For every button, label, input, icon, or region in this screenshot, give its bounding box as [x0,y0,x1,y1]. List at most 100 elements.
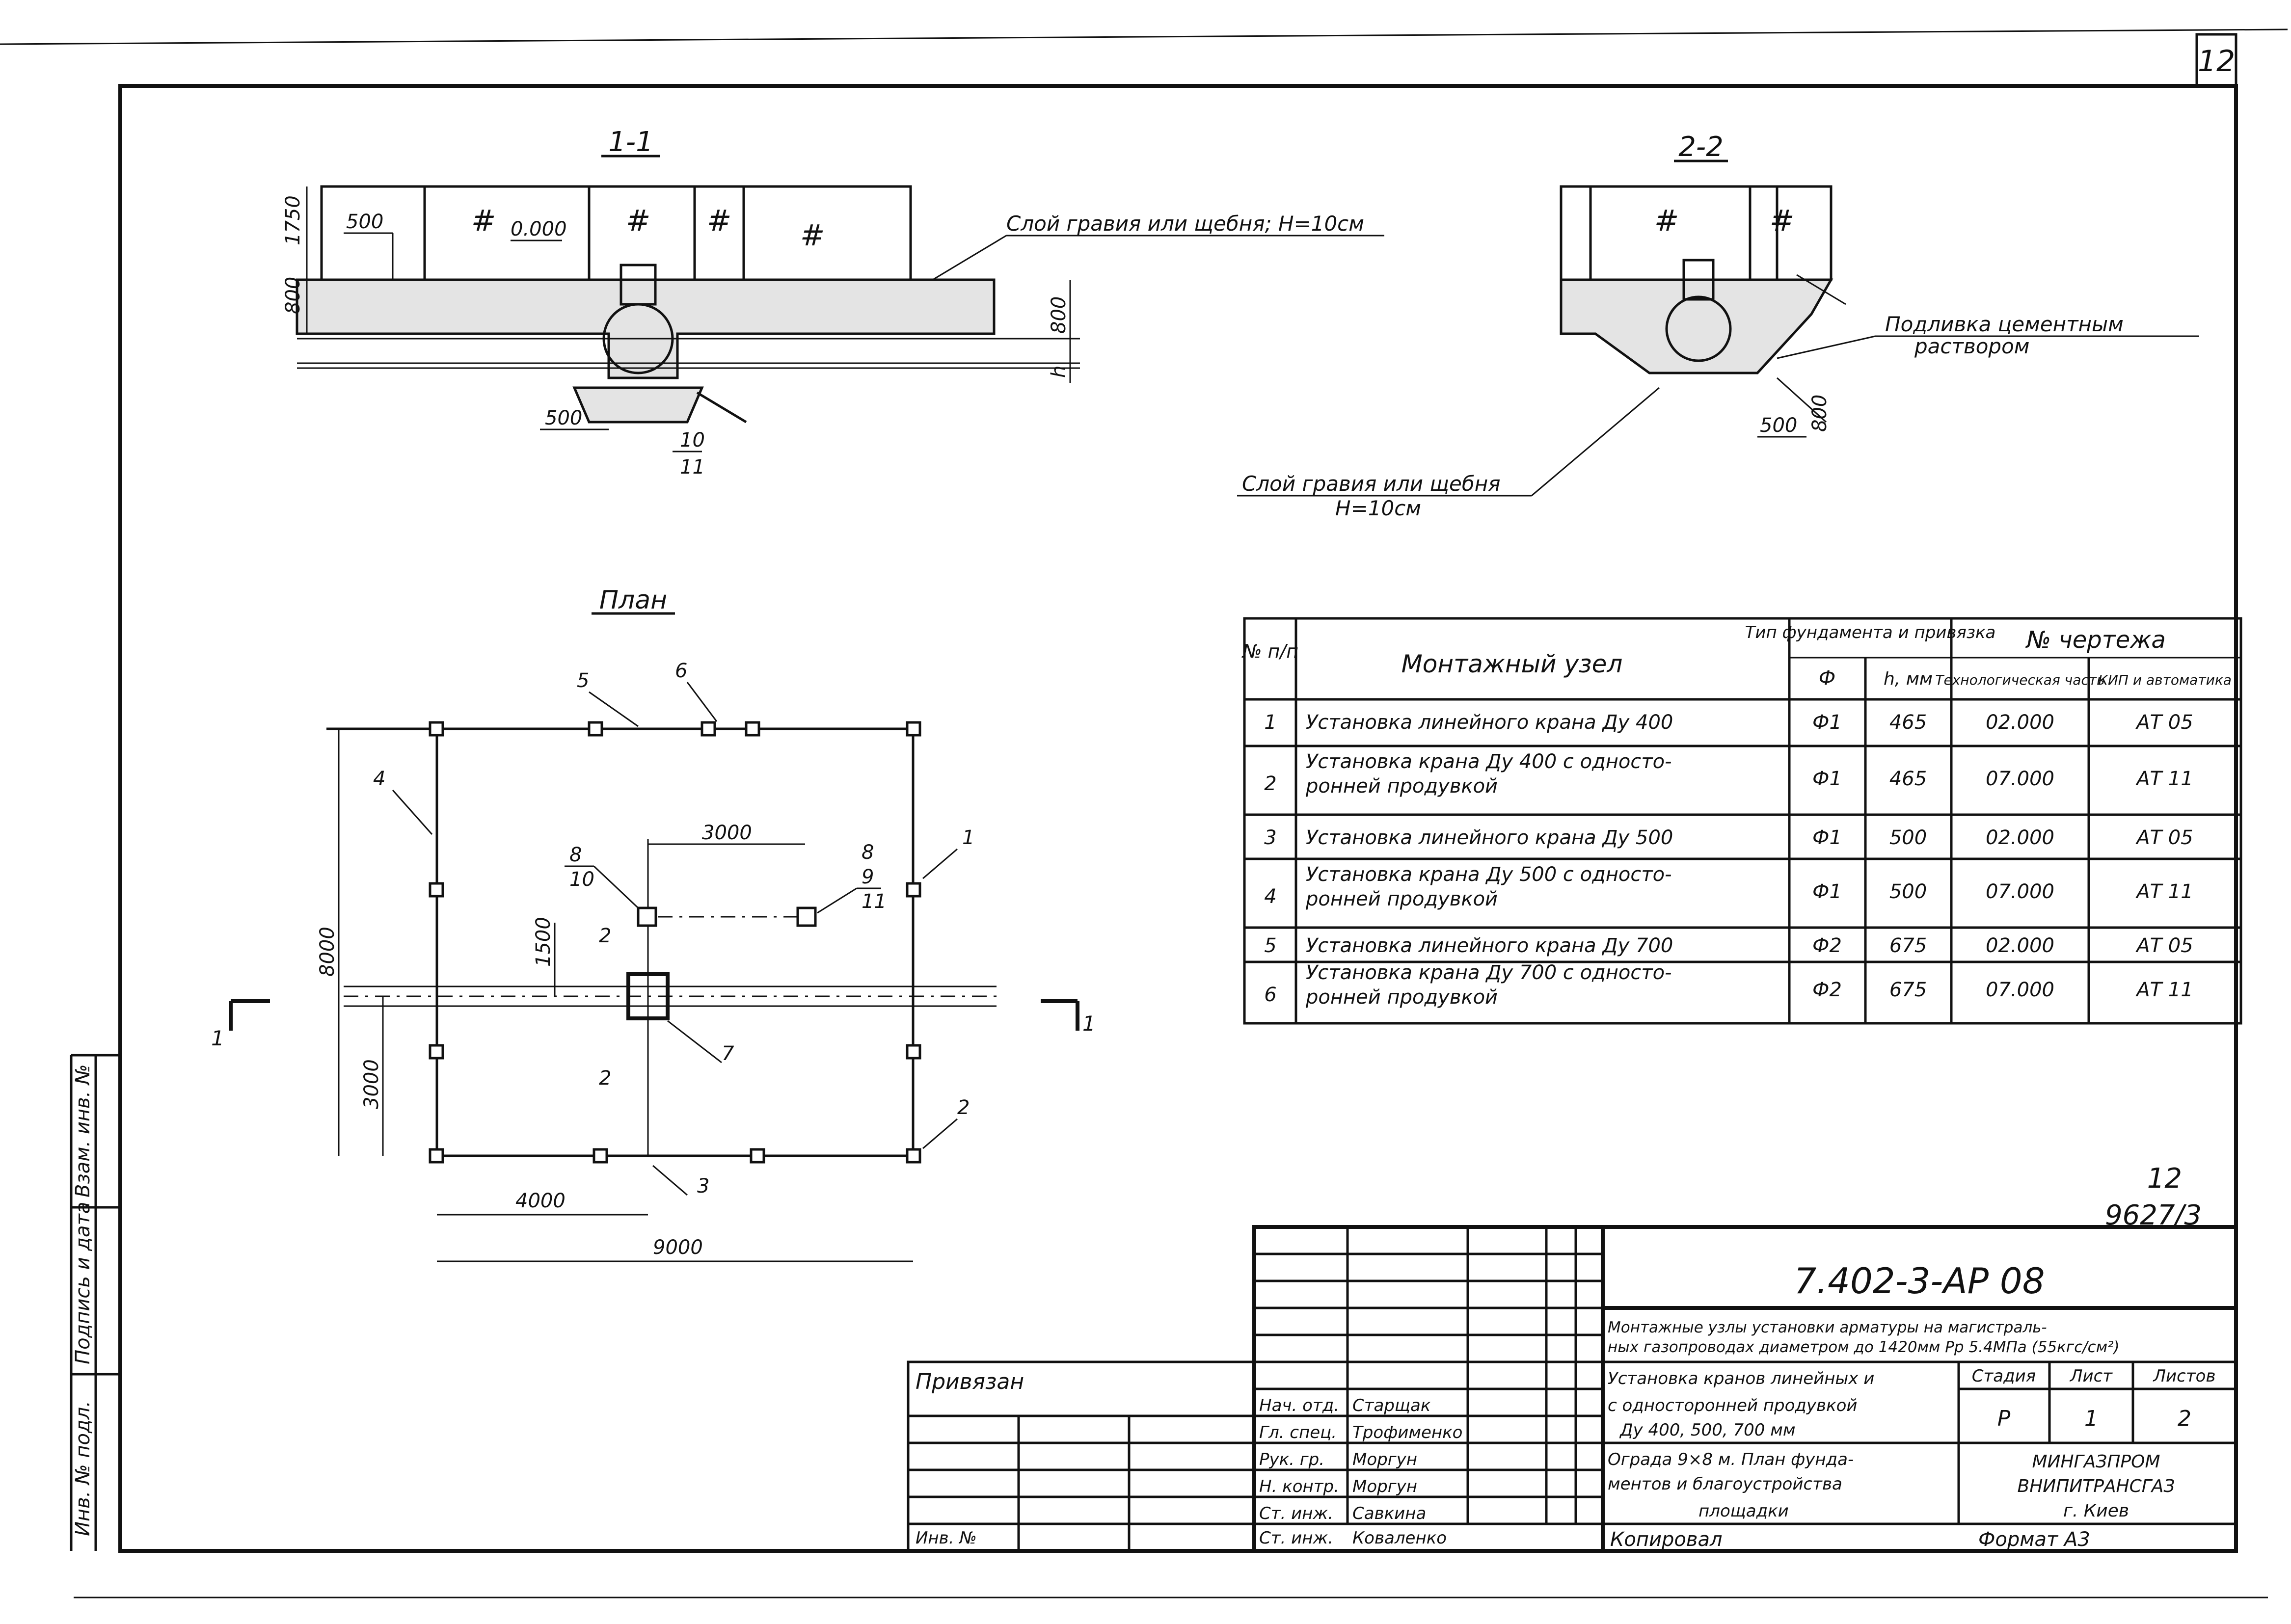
signer-name: Коваленко [1352,1528,1447,1548]
section-1-title: 1-1 [608,126,653,158]
linked-label: Привязан [916,1369,1024,1394]
svg-text:Ф2: Ф2 [1812,979,1842,1001]
svg-text:Ф1: Ф1 [1812,880,1842,903]
signer-name: Савкина [1352,1504,1426,1523]
inv-orig-label: Инв. № подл. [72,1401,94,1536]
sheet-number: 12 [2198,44,2235,79]
signer-role: Нач. отд. [1259,1396,1339,1415]
stamp-sheet-title-1: Ограда 9×8 м. План фунда- [1608,1450,1854,1469]
svg-text:Ф1: Ф1 [1812,711,1842,734]
svg-text:АТ 05: АТ 05 [2135,711,2193,734]
mesh-icon: # [1770,204,1794,238]
org-3: г. Киев [2063,1501,2129,1521]
ref-7: 7 [722,1042,734,1065]
cut-1-left: 1 [211,1026,224,1050]
sheet-number-box [2195,33,2237,87]
svg-text:Установка крана Ду 500 с однос: Установка крана Ду 500 с односто- [1306,863,1672,886]
mesh-icon: # [626,204,650,238]
dim-3000-v: 3000 [360,1059,383,1109]
title-block: 12 9627/3 Нач. отд. Старщак Гл. спец. Тр… [907,1163,2238,1553]
svg-text:АТ 11: АТ 11 [2135,880,2193,903]
svg-text:Установка крана Ду 700 с однос: Установка крана Ду 700 с односто- [1306,961,1672,984]
mesh-icon: # [471,204,496,238]
svg-text:675: 675 [1889,979,1927,1001]
valve-foundation [626,972,670,1020]
cut-2-bottom: 2 [599,1067,611,1090]
table-row: 3 Установка линейного крана Ду 500 Ф1 50… [1264,826,2193,849]
section-1-1: 1-1 # # # # 1750 800 500 0.000 Слой грав… [282,126,1384,479]
svg-text:ронней продувкой: ронней продувкой [1305,775,1498,798]
cut-1-right: 1 [1082,1012,1096,1036]
svg-text:Установка крана Ду 400 с однос: Установка крана Ду 400 с односто- [1306,750,1672,773]
col-h-header: h, мм [1884,669,1933,689]
signer-role: Ст. инж. [1259,1528,1333,1548]
dim-4000: 4000 [515,1190,566,1212]
cut-2-top: 2 [599,925,611,947]
dim-1750: 1750 [282,195,304,245]
svg-text:07.000: 07.000 [1986,979,2054,1001]
ref-2: 2 [957,1096,970,1119]
level-mark: 0.000 [511,218,567,240]
left-margin-strip: Инв. № подл. Подпись и дата Взам. инв. № [70,1054,120,1551]
stamp-sheet-ref: 12 [2147,1163,2182,1195]
svg-text:АТ 11: АТ 11 [2135,979,2193,1001]
svg-text:Ф1: Ф1 [1812,826,1842,849]
plan-view: План 8000 3000 1500 [211,586,1096,1262]
gravel-layer [296,278,996,379]
dim-3000-h: 3000 [702,822,752,844]
ref-10: 10 [680,429,705,452]
table-row: 1 Установка линейного крана Ду 400 Ф1 46… [1264,711,2193,734]
svg-text:465: 465 [1889,768,1927,790]
col-num-header: № п/п [1241,640,1298,662]
svg-text:Ф1: Ф1 [1812,768,1842,790]
stamp-title-1: Монтажные узлы установки арматуры на маг… [1608,1319,2047,1336]
dim-1500: 1500 [532,917,555,967]
ref-11-plan: 11 [862,890,887,913]
dim-800-2: 800 [1808,395,1831,432]
signer-name: Старщак [1352,1396,1431,1415]
stamp-sheet-title-3: площадки [1698,1501,1789,1521]
dim-500: 500 [346,211,383,233]
svg-text:02.000: 02.000 [1986,711,2054,734]
signer-name: Трофименко [1352,1423,1462,1442]
dim-h: h [1048,366,1070,378]
signer-name: Моргун [1352,1450,1417,1469]
ref-8a: 8 [569,844,582,866]
mesh-icon: # [1654,204,1679,238]
callout-gravel-2-h: Н=10см [1335,496,1421,520]
copied-label: Копировал [1610,1528,1723,1551]
callout-gravel-2: Слой гравия или щебня [1242,472,1500,496]
dim-bottom-500: 500 [545,407,582,429]
ref-3: 3 [697,1175,709,1198]
ref-6: 6 [675,660,687,682]
ref-5: 5 [577,669,589,692]
table-row: 2 Установка крана Ду 400 с односто- ронн… [1264,750,2193,798]
svg-text:07.000: 07.000 [1986,768,2054,790]
gravel-layer [1560,278,1833,374]
callout-gravel-1: Слой гравия или щебня; Н=10см [1006,212,1364,236]
col-kip-header: КИП и автоматика [2098,672,2232,688]
sheet-value: 1 [2084,1406,2098,1431]
signer-role: Рук. гр. [1259,1450,1324,1469]
callout-grout-2: раствором [1914,334,2029,358]
stage-value: Р [1997,1406,2011,1431]
sign-date-label: Подпись и дата [72,1202,94,1364]
stamp-subtitle-2: с односторонней продувкой [1608,1396,1858,1415]
mesh-icon: # [707,204,731,238]
stamp-subtitle-1: Установка кранов линейных и [1608,1369,1874,1388]
spec-table: № п/п Монтажный узел Тип фундамента и пр… [1241,617,2242,1025]
inv-label: Инв. № [916,1528,977,1548]
svg-text:2: 2 [1264,772,1276,795]
ref-1: 1 [962,826,974,849]
signer-role: Гл. спец. [1259,1423,1337,1442]
svg-text:АТ 05: АТ 05 [2135,826,2193,849]
dim-800: 800 [282,277,304,314]
section-2-title: 2-2 [1678,131,1723,163]
dim-500-2: 500 [1760,414,1797,437]
table-row: 6 Установка крана Ду 700 с односто- ронн… [1264,961,2193,1009]
sheets-value: 2 [2178,1406,2191,1431]
signer-role: Ст. инж. [1259,1504,1333,1523]
svg-text:02.000: 02.000 [1986,934,2054,957]
